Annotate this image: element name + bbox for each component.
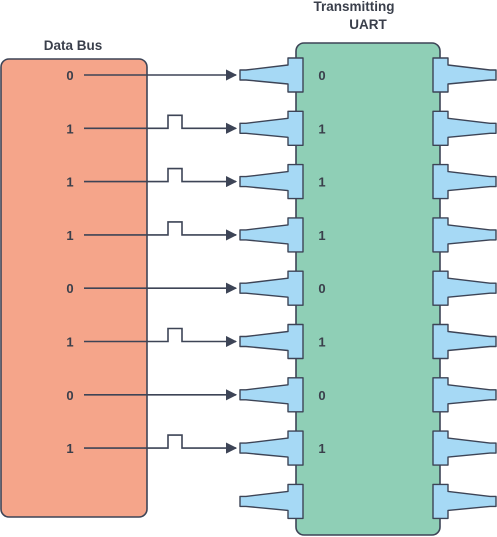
uart-right-pin [432, 217, 497, 253]
uart-left-pin [239, 57, 304, 93]
uart-bit-label: 1 [318, 228, 325, 243]
uart-bit-label: 0 [318, 68, 325, 83]
uart-bit-label: 0 [318, 281, 325, 296]
uart-right-pin [432, 110, 497, 146]
data-bus-bit-label: 1 [66, 335, 73, 350]
signal-line-pulse [84, 167, 238, 188]
data-bus-label: Data Bus [44, 38, 103, 53]
data-bus-bit-label: 0 [66, 388, 73, 403]
uart-left-pin [239, 430, 304, 466]
bit-labels: 0 1 1 1 0 1 0 1 0 1 1 1 0 1 0 1 [66, 68, 325, 456]
uart-left-pin [239, 483, 304, 520]
uart-bit-label: 1 [318, 175, 325, 190]
uart-bit-label: 0 [318, 388, 325, 403]
uart-left-pin [239, 110, 304, 146]
data-bus-bit-label: 1 [66, 441, 73, 456]
uart-bit-label: 1 [318, 441, 325, 456]
uart-title-line2: UART [349, 17, 387, 32]
data-bus-bit-label: 0 [66, 281, 73, 296]
uart-left-pins [239, 57, 304, 520]
signal-line-pulse [84, 221, 238, 241]
uart-right-pin [432, 377, 497, 413]
uart-bit-label: 1 [318, 335, 325, 350]
uart-left-pin [239, 217, 304, 253]
signal-line-pulse [84, 114, 238, 134]
uart-right-pin [432, 323, 497, 360]
data-bus-bit-label: 0 [66, 68, 73, 83]
uart-bit-label: 1 [318, 121, 325, 136]
uart-right-pins [432, 57, 497, 520]
uart-right-pin [432, 270, 497, 306]
uart-right-pin [432, 163, 497, 200]
uart-left-pin [239, 377, 304, 413]
uart-right-pin [432, 57, 497, 93]
uart-left-pin [239, 163, 304, 200]
data-bus-bit-label: 1 [66, 121, 73, 136]
uart-right-pin [432, 483, 497, 520]
uart-left-pin [239, 323, 304, 360]
signal-line-pulse [84, 434, 238, 454]
signal-lines [84, 69, 238, 454]
signal-line-pulse [84, 327, 238, 348]
data-bus-bit-label: 1 [66, 175, 73, 190]
uart-left-pin [239, 270, 304, 306]
data-bus-bit-label: 1 [66, 228, 73, 243]
uart-title-line1: Transmitting [313, 0, 394, 14]
uart-right-pin [432, 430, 497, 466]
